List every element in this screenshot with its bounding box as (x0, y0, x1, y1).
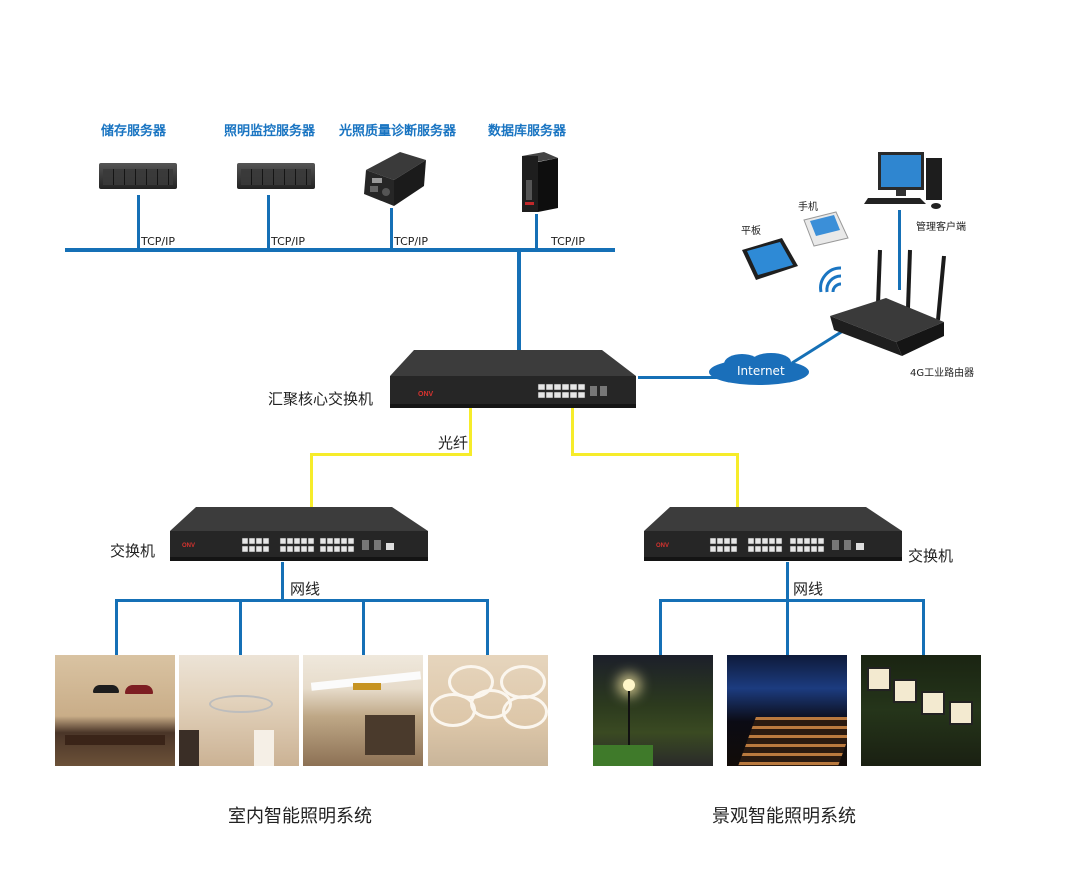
cable-label-left: 网线 (290, 580, 321, 598)
tower-server-icon (522, 152, 558, 212)
photo-mirror-wall-light (303, 655, 423, 766)
photo-ring-ceiling-light (428, 655, 548, 766)
backbone-to-core-link (517, 250, 521, 352)
fiber-link (469, 408, 472, 455)
ethernet-drop (535, 214, 538, 250)
diagnostic-box-icon (364, 152, 426, 206)
access-switch-right-label: 交换机 (908, 547, 954, 565)
ethernet-drop (390, 208, 393, 250)
photo-ceiling-chandelier-corridor (179, 655, 299, 766)
access-switch-left-icon: ONV (170, 507, 428, 561)
photo-lit-walkway-steps (727, 655, 847, 766)
router-link (791, 327, 847, 365)
ethernet-drop (659, 599, 662, 656)
ethernet-drop (922, 599, 925, 656)
photo-garden-lantern-lights (861, 655, 981, 766)
rack-server-icon (237, 163, 315, 189)
ethernet-drop (486, 599, 489, 656)
ethernet-link (786, 562, 789, 602)
landscape-system-title: 景观智能照明系统 (712, 806, 856, 827)
wifi-signal-icon (819, 266, 842, 293)
fiber-link (571, 408, 574, 455)
access-switch-left-label: 交换机 (110, 542, 156, 560)
tcp-ip-label: TCP/IP (271, 235, 305, 248)
rack-server-icon (99, 163, 177, 189)
ethernet-link (281, 562, 284, 602)
cable-label-right: 网线 (793, 580, 824, 598)
tcp-ip-label: TCP/IP (394, 235, 428, 248)
tcp-ip-label: TCP/IP (551, 235, 585, 248)
ethernet-drop (137, 195, 140, 250)
server-label-lighting-monitor: 照明监控服务器 (224, 124, 316, 139)
internet-cloud-icon (709, 353, 809, 385)
tablet-icon (742, 238, 798, 280)
ethernet-drop (362, 599, 365, 656)
indoor-system-title: 室内智能照明系统 (228, 806, 372, 827)
backbone-bus (65, 248, 615, 252)
fiber-link (310, 453, 472, 456)
server-label-database: 数据库服务器 (488, 124, 567, 139)
ethernet-drop (786, 599, 789, 656)
core-switch-label: 汇聚核心交换机 (268, 390, 374, 408)
server-label-storage: 储存服务器 (101, 124, 167, 139)
core-switch-icon: ONV (390, 350, 636, 408)
4g-router-icon (830, 249, 946, 356)
ethernet-to-internet (638, 376, 718, 379)
ethernet-distribution-bus (115, 599, 489, 602)
desktop-computer-icon (864, 152, 942, 209)
fiber-link (736, 453, 739, 508)
server-label-light-diagnosis: 光照质量诊断服务器 (339, 124, 457, 139)
svg-text:ONV: ONV (182, 543, 195, 549)
ethernet-drop (239, 599, 242, 656)
phone-label: 手机 (798, 202, 818, 213)
fiber-link (571, 453, 739, 456)
router-label: 4G工业路由器 (910, 368, 975, 379)
fiber-link (310, 453, 313, 508)
photo-pendant-lamps-dining (55, 655, 175, 766)
svg-text:ONV: ONV (418, 391, 434, 398)
client-label: 管理客户端 (916, 222, 966, 233)
internet-label: Internet (737, 364, 785, 378)
photo-street-lamp-park (593, 655, 713, 766)
tablet-label: 平板 (741, 226, 761, 237)
ethernet-drop (267, 195, 270, 250)
ethernet-distribution-bus (659, 599, 925, 602)
fiber-label: 光纤 (438, 434, 469, 452)
phone-icon (803, 211, 849, 247)
tcp-ip-label: TCP/IP (141, 235, 175, 248)
ethernet-drop (115, 599, 118, 656)
access-switch-right-icon: ONV (644, 507, 902, 561)
svg-text:ONV: ONV (656, 543, 669, 549)
client-to-router-link (898, 210, 901, 290)
